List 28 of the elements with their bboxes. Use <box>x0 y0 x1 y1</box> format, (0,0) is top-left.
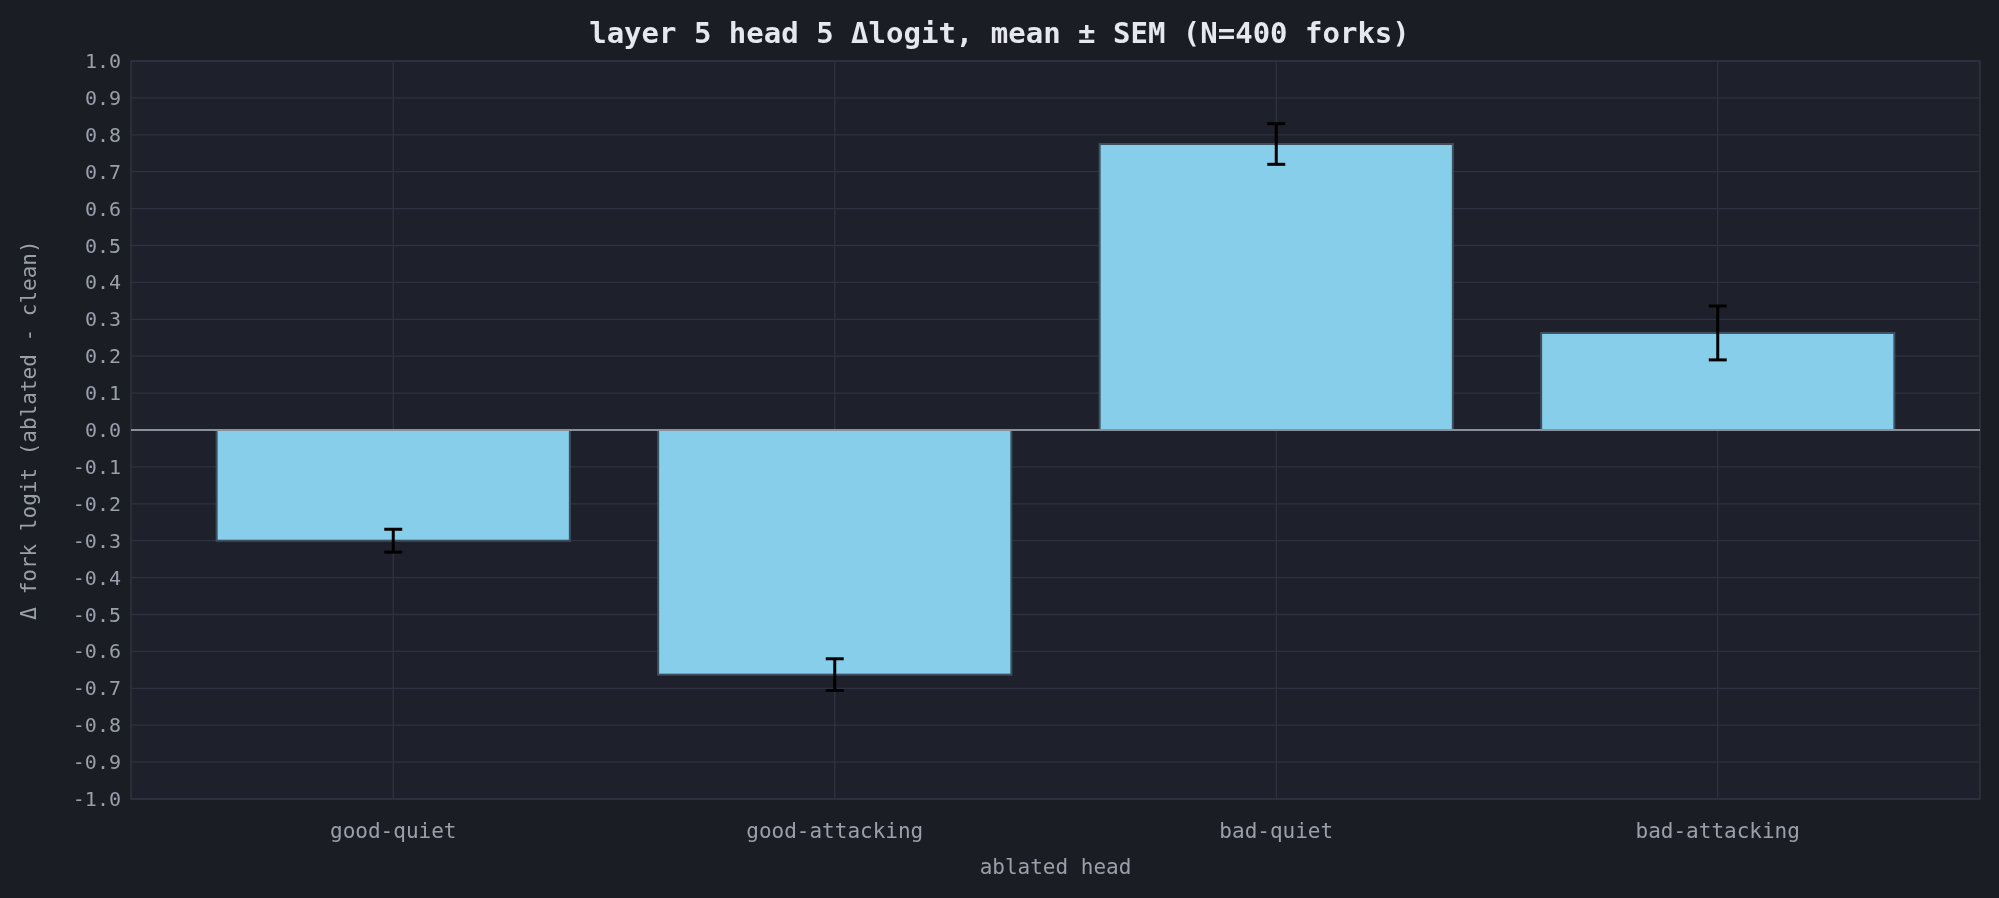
y-tick-label: 0.9 <box>84 85 121 110</box>
y-tick-label: -0.7 <box>72 676 121 701</box>
x-tick-label: bad-quiet <box>1219 819 1334 843</box>
y-tick-label: -0.3 <box>72 528 121 553</box>
x-tick-label: good-attacking <box>746 819 924 843</box>
y-tick-label: 0.4 <box>84 270 121 295</box>
y-tick-label: 1.0 <box>84 49 121 73</box>
y-tick-label: -0.1 <box>72 454 121 479</box>
y-tick-label: 0.5 <box>84 233 121 258</box>
y-tick-label: 0.1 <box>84 381 121 406</box>
y-axis-label: Δ fork logit (ablated - clean) <box>17 240 41 620</box>
y-tick-label: 0.7 <box>84 159 121 184</box>
y-tick-label: 0.2 <box>84 344 121 369</box>
y-tick-label: -0.2 <box>72 491 121 516</box>
y-tick-label: 0.6 <box>84 196 121 221</box>
y-tick-label: -0.6 <box>72 639 121 664</box>
y-tick-label: -0.8 <box>72 713 121 738</box>
x-tick-label: good-quiet <box>330 819 457 843</box>
y-tick-label: -0.4 <box>72 565 121 590</box>
y-tick-label: -0.5 <box>72 602 121 627</box>
y-tick-label: -1.0 <box>72 787 121 811</box>
chart-title: layer 5 head 5 Δlogit, mean ± SEM (N=400 forks) <box>588 16 1411 50</box>
x-axis-label: ablated head <box>979 855 1132 879</box>
y-tick-label: 0.0 <box>84 418 121 442</box>
y-tick-label: 0.3 <box>84 307 121 332</box>
y-tick-label: -0.9 <box>72 750 121 775</box>
x-tick-label: bad-attacking <box>1635 819 1800 843</box>
y-tick-label: 0.8 <box>84 122 121 147</box>
